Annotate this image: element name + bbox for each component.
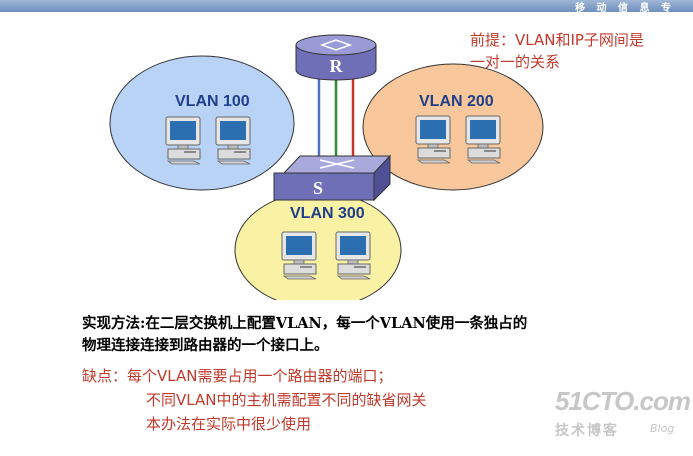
premise-line-1: 前提：VLAN和IP子网间是	[470, 31, 644, 49]
vlan-300-label: VLAN 300	[290, 205, 365, 222]
router-icon: R	[295, 34, 377, 81]
watermark-sub: 技术博客	[555, 423, 619, 439]
switch-icon: S	[273, 154, 392, 202]
cons-line-3: 本办法在实际中很少使用	[146, 415, 312, 433]
cons-line-2: 不同VLAN中的主机需配置不同的缺省网关	[146, 391, 427, 409]
pc-icon	[215, 116, 251, 165]
vlan-100-zone	[109, 55, 295, 191]
watermark-main: 51CTO.com	[555, 386, 691, 416]
cons-line-1: 缺点：每个VLAN需要占用一个路由器的端口；	[82, 367, 393, 385]
pc-icon	[415, 115, 451, 164]
method-line-1: 实现方法:在二层交换机上配置VLAN，每一个VLAN使用一条独占的	[82, 315, 528, 332]
router-label: R	[330, 56, 344, 76]
method-line-2: 物理连接连接到路由器的一个接口上。	[82, 337, 329, 354]
network-diagram: VLAN 100 VLAN 200 VLAN 300 R S	[109, 34, 544, 300]
implementation-method: 实现方法:在二层交换机上配置VLAN，每一个VLAN使用一条独占的 物理连接连接…	[82, 313, 682, 357]
header-text: 移 动 信 息 专	[575, 3, 675, 14]
header-bar: 移 动 信 息 专	[0, 0, 693, 14]
drawbacks: 缺点：每个VLAN需要占用一个路由器的端口； 不同VLAN中的主机需配置不同的缺…	[82, 364, 642, 436]
premise-line-2: 一对一的关系	[470, 53, 561, 71]
watermark-logo: 51CTO.com 技术博客 Blog	[555, 386, 691, 446]
pc-icon	[165, 116, 201, 165]
pc-icon	[335, 231, 371, 280]
vlan-200-label: VLAN 200	[419, 93, 494, 110]
watermark-blog: Blog	[650, 422, 675, 435]
switch-label: S	[313, 178, 323, 198]
pc-icon	[281, 231, 317, 280]
pc-icon	[465, 115, 501, 164]
premise-note: 前提：VLAN和IP子网间是 一对一的关系	[470, 29, 690, 73]
vlan-100-label: VLAN 100	[175, 93, 250, 110]
